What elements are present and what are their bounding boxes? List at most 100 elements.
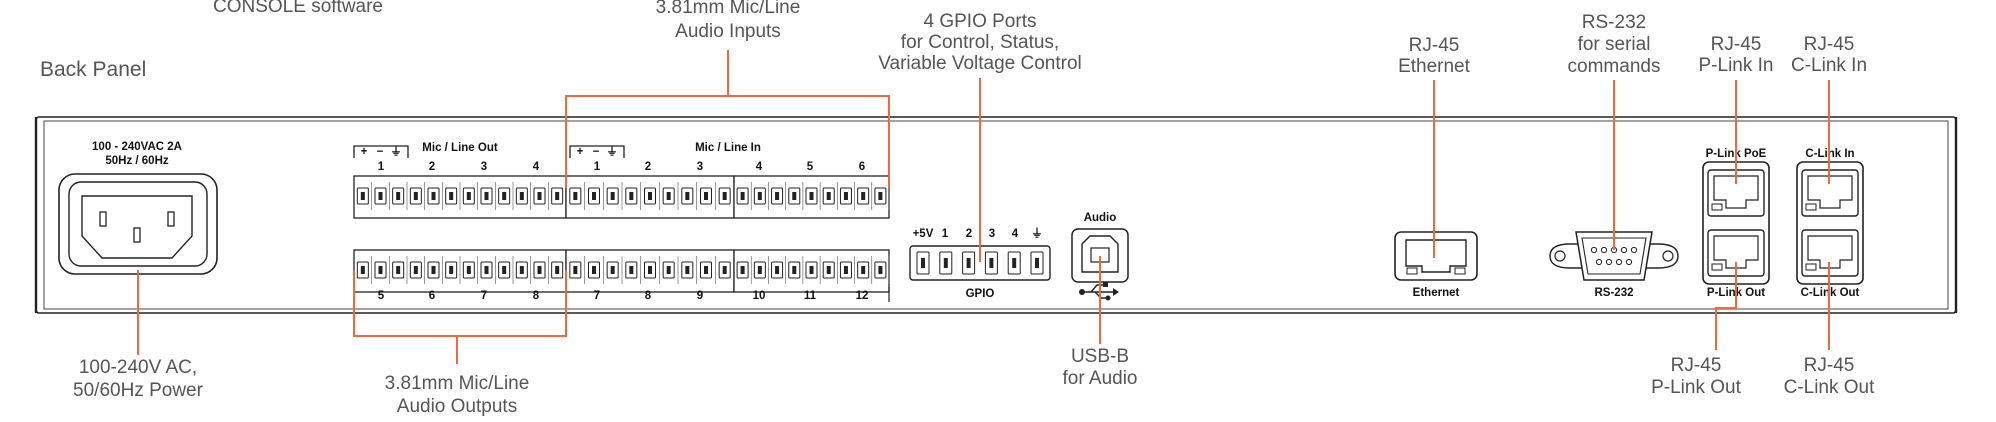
callout-gpio-line2: for Control, Status, — [901, 32, 1059, 53]
rs232-pin — [1615, 258, 1623, 266]
rj45-socket — [1713, 175, 1759, 209]
rj45-led — [1711, 203, 1723, 211]
usb-icon-square — [1103, 282, 1108, 287]
in-num-2: 2 — [645, 161, 651, 173]
terminal-screw — [573, 266, 578, 274]
gpio-pin-screw — [989, 258, 994, 268]
callout-power: 100-240V AC, 50/60Hz Power — [73, 357, 204, 401]
rj45-socket — [1807, 235, 1853, 269]
terminal-screw — [519, 192, 524, 200]
power-inlet-socket — [81, 195, 193, 259]
terminal-screw — [740, 192, 745, 200]
power-pin-right — [167, 211, 175, 227]
terminal-screw — [484, 192, 489, 200]
power-inlet: 100 - 240VAC 2A 50Hz / 60Hz — [58, 141, 218, 275]
terminal-screw — [431, 266, 436, 274]
in-num-8: 8 — [645, 290, 652, 302]
gpio-pin-screw — [921, 258, 925, 268]
rj45-socket — [1713, 235, 1759, 269]
in-pin-plus: + — [577, 146, 584, 158]
terminal-screw — [537, 266, 542, 274]
callout-usb: USB-B for Audio — [1063, 346, 1138, 389]
out-num-1: 1 — [378, 161, 385, 173]
terminal-screw — [537, 192, 542, 200]
callout-ethernet-line1: RJ-45 — [1409, 35, 1460, 56]
terminal-screw — [610, 266, 615, 274]
callout-clink-in-line2: C-Link In — [1791, 55, 1867, 76]
audio-terminal-blocks — [353, 175, 890, 293]
rs232-pin — [1595, 258, 1603, 266]
rs232-face — [1581, 237, 1647, 275]
terminal-screw — [502, 266, 507, 274]
power-pin-ground — [133, 227, 141, 243]
terminal-screw — [775, 266, 780, 274]
out-pin-minus: − — [377, 146, 384, 158]
gpio-pin-screw — [1012, 258, 1017, 268]
terminal-screw — [704, 266, 708, 274]
callout-plink-out-line2: P-Link Out — [1651, 377, 1741, 398]
rs232-screw-right — [1662, 250, 1674, 262]
terminal-screw — [740, 266, 745, 274]
rs232-port: RS-232 — [1549, 231, 1679, 299]
usb-b-port: Audio — [1071, 212, 1129, 301]
in-num-11: 11 — [804, 290, 817, 302]
rs232-pin — [1590, 246, 1598, 254]
rs232-pin — [1620, 246, 1628, 254]
usb-icon-dot — [1079, 289, 1085, 295]
out-num-4: 4 — [533, 161, 540, 173]
terminal-screw — [555, 192, 560, 200]
terminal-screw — [775, 192, 780, 200]
terminal-screw — [826, 266, 831, 274]
usb-icon — [1079, 282, 1119, 301]
rs232-screw-left — [1554, 250, 1566, 262]
callout-rs232-line2: for serial — [1578, 34, 1651, 55]
rj45-jacks — [1707, 169, 1859, 277]
rs232-pin — [1625, 258, 1633, 266]
terminal-screw — [843, 192, 848, 200]
terminal-screw — [704, 192, 708, 200]
callout-plink-in-line2: P-Link In — [1699, 55, 1774, 76]
in-num-1: 1 — [594, 161, 601, 173]
terminal-screw — [396, 266, 401, 274]
callout-plink-in: RJ-45 P-Link In — [1699, 34, 1774, 76]
callout-lines — [137, 50, 1830, 364]
terminal-screw — [648, 192, 652, 200]
callout-clink-out: RJ-45 C-Link Out — [1784, 355, 1876, 398]
terminal-screw — [861, 192, 866, 200]
callout-clink-out-line2: C-Link Out — [1784, 377, 1876, 398]
callout-plink-out-line1: RJ-45 — [1671, 355, 1722, 376]
rj45-led — [1805, 203, 1817, 211]
terminal-screw — [396, 192, 401, 200]
terminal-screw — [378, 266, 383, 274]
terminal-screw — [573, 192, 578, 200]
rs232-shell — [1575, 231, 1653, 281]
callout-usb-line2: for Audio — [1063, 368, 1138, 389]
terminal-screw — [592, 266, 596, 274]
gpio-pin-3: 3 — [989, 228, 995, 240]
callout-audio-outputs: 3.81mm Mic/Line Audio Outputs — [385, 373, 530, 417]
terminal-screw — [757, 266, 762, 274]
rs232-pin — [1630, 246, 1638, 254]
section-label: Back Panel — [40, 58, 146, 81]
power-label-line1: 100 - 240VAC 2A — [92, 141, 182, 153]
callout-gpio-line3: Variable Voltage Control — [878, 53, 1082, 74]
terminal-screw — [449, 266, 454, 274]
gpio-pin-2: 2 — [966, 228, 972, 240]
in-num-9: 9 — [697, 290, 703, 302]
in-pin-minus: − — [593, 146, 600, 158]
terminal-screw — [519, 266, 524, 274]
gpio-pin-4: 4 — [1012, 228, 1019, 240]
terminal-screw — [826, 192, 831, 200]
terminal-screw — [610, 192, 615, 200]
terminal-screw — [792, 192, 797, 200]
out-bracket — [353, 145, 409, 158]
ethernet-port: Ethernet — [1394, 231, 1478, 299]
terminal-screw — [757, 192, 762, 200]
gpio-label: GPIO — [966, 288, 995, 300]
callout-power-line1: 100-240V AC, — [79, 357, 197, 378]
gpio-pin-1: 1 — [942, 228, 949, 240]
usb-b-socket — [1081, 235, 1119, 273]
terminal-screw — [360, 266, 365, 274]
out-pin-ground: ⏚ — [390, 145, 402, 158]
